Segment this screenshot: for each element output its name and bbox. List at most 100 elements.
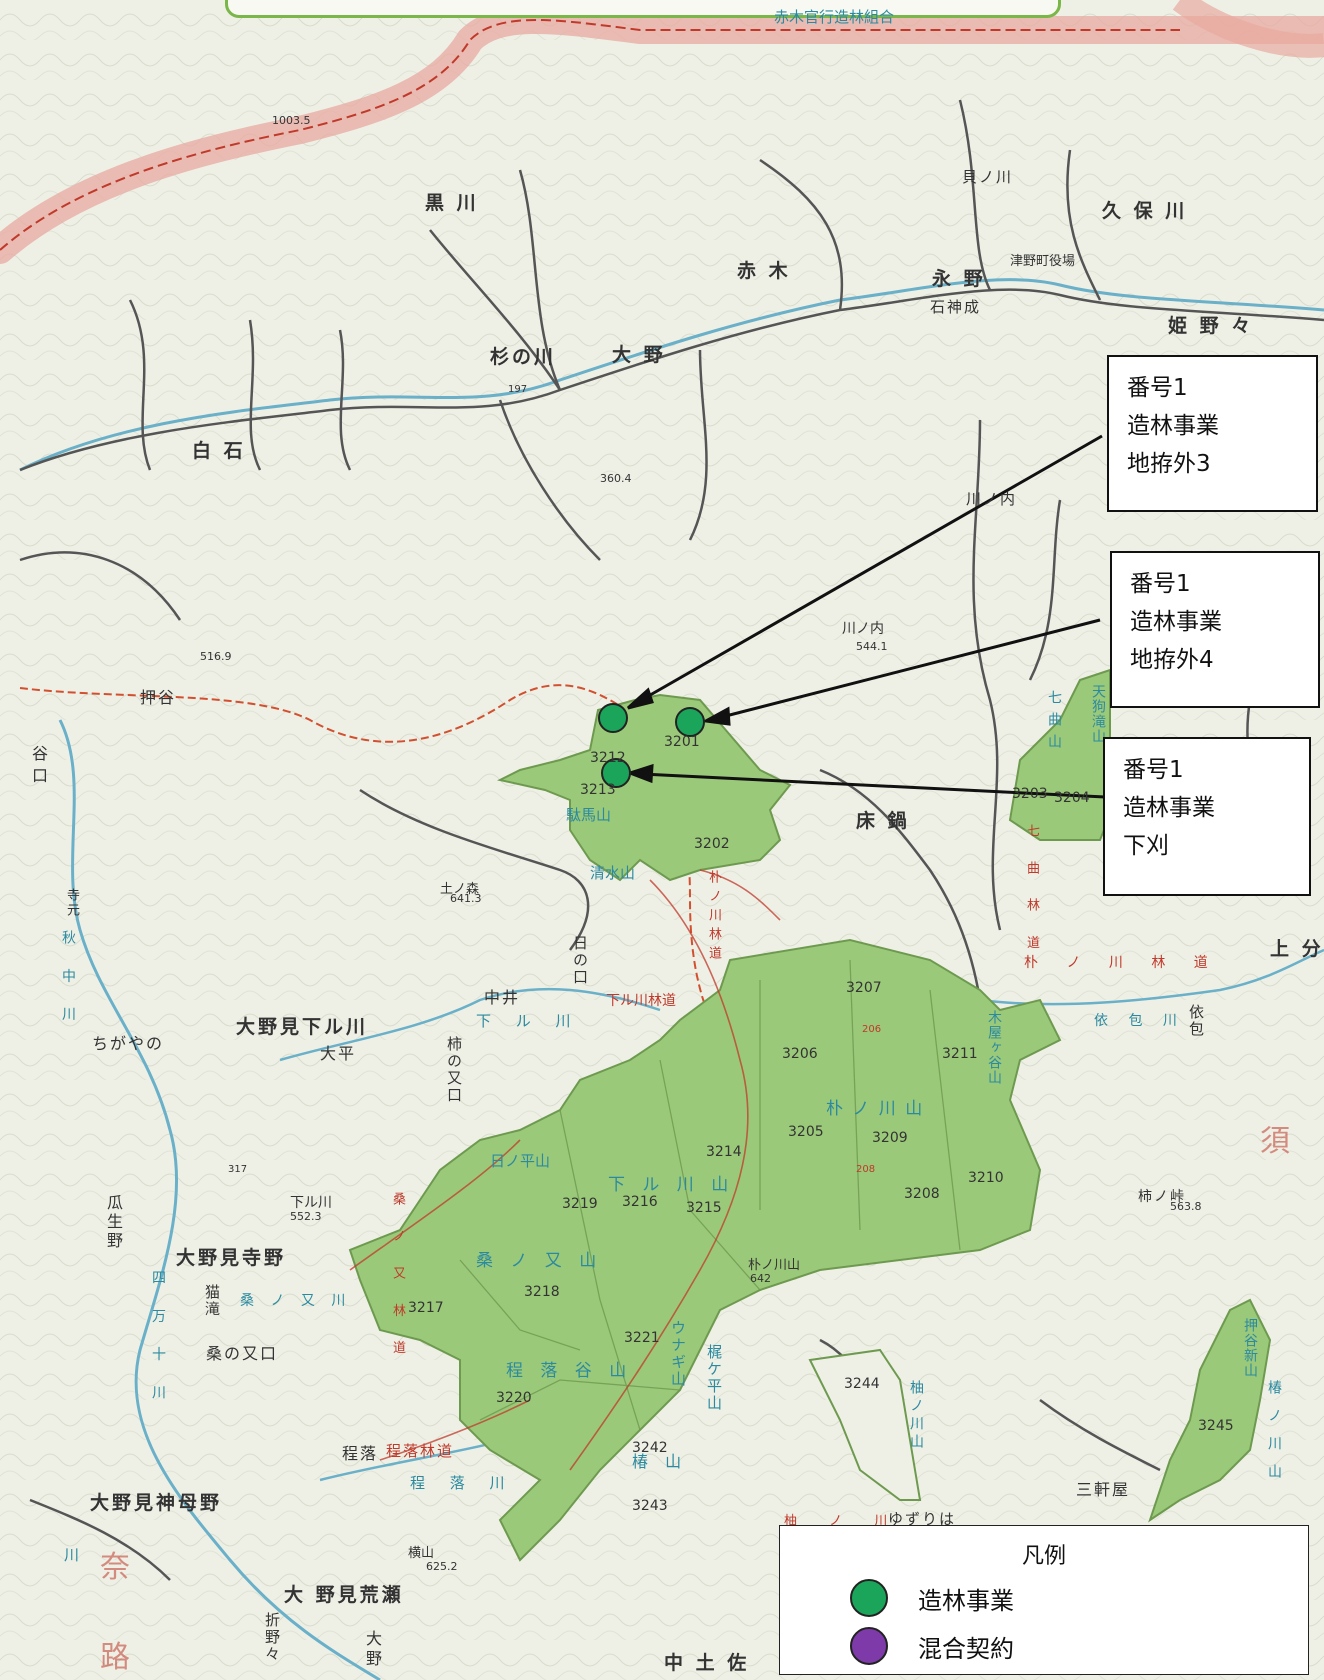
elevation-642: 642 bbox=[750, 1272, 771, 1285]
label-nanamagari-rindo: 七 曲 林 道 bbox=[1024, 824, 1039, 959]
label-orinono: 折野々 bbox=[263, 1612, 281, 1663]
compartment-3205: 3205 bbox=[788, 1124, 824, 1140]
label-hinohirayama: 日ノ平山 bbox=[490, 1152, 551, 1170]
compartment-208: 208 bbox=[856, 1164, 876, 1175]
route-317: 317 bbox=[228, 1164, 248, 1175]
forest-main bbox=[348, 938, 1062, 1562]
label-ro: 路 bbox=[100, 1640, 132, 1675]
legend-item-planting: 造林事業 bbox=[850, 1576, 1014, 1620]
label-kajigahirayama: 梶ケ平山 bbox=[705, 1344, 723, 1412]
compartment-3221: 3221 bbox=[624, 1330, 660, 1346]
legend-label-planting: 造林事業 bbox=[918, 1586, 1014, 1615]
elevation-544: 544.1 bbox=[856, 640, 888, 653]
elevation-625: 625.2 bbox=[426, 1560, 458, 1573]
callout-3-line-1: 番号1 bbox=[1123, 757, 1184, 783]
label-honokawayama-peak: 朴ノ川山 bbox=[748, 1258, 801, 1273]
forest-yunokawa bbox=[808, 1348, 922, 1501]
label-onomi-terano: 大野見寺野 bbox=[176, 1247, 287, 1269]
label-kudarukawa: 下ル川 bbox=[290, 1195, 332, 1211]
label-yokoyama: 横山 bbox=[408, 1546, 435, 1561]
label-akagi: 赤 木 bbox=[737, 260, 791, 282]
callout-1-line-2: 造林事業 bbox=[1127, 413, 1219, 439]
callout-2-line-1: 番号1 bbox=[1130, 571, 1191, 597]
label-nekotaki: 猫滝 bbox=[203, 1284, 221, 1318]
label-naka-tosa: 中 土 佐 bbox=[664, 1652, 750, 1674]
label-kudarukawayama: 下 ル 川 山 bbox=[608, 1175, 735, 1195]
label-hodochi-river: 程 落 川 bbox=[410, 1474, 515, 1492]
marker-3201 bbox=[675, 707, 705, 737]
callout-2-line-2: 造林事業 bbox=[1130, 609, 1222, 635]
label-tsubakinokawayama: 椿ノ川山 bbox=[1266, 1380, 1282, 1492]
label-hodochidaniyama: 程 落 谷 山 bbox=[506, 1361, 633, 1381]
label-kawanouchi-1: 川ノ内 bbox=[966, 490, 1018, 508]
callout-2-line-3: 地拵外4 bbox=[1130, 647, 1214, 673]
compartment-3209: 3209 bbox=[872, 1130, 908, 1146]
legend-title: 凡例 bbox=[1021, 1544, 1066, 1569]
label-shiraishi: 白 石 bbox=[192, 440, 246, 462]
label-hodochi-rindo: 程落林道 bbox=[386, 1442, 455, 1460]
label-sangenya: 三軒屋 bbox=[1076, 1480, 1131, 1499]
label-oshitanishinyama: 押谷新山 bbox=[1242, 1318, 1258, 1378]
label-hodochi: 程落 bbox=[342, 1444, 379, 1463]
label-kiyazukoyama: 木屋ヶ谷山 bbox=[986, 1010, 1002, 1085]
label-ono-2: 大野 bbox=[363, 1630, 382, 1670]
label-kudarukawa-river: 下 ル 川 bbox=[476, 1012, 581, 1030]
label-kubokawa: 久 保 川 bbox=[1102, 200, 1188, 222]
label-nanamagariyama: 七曲山 bbox=[1046, 690, 1062, 756]
label-onomi-kamonono: 大野見神母野 bbox=[90, 1492, 223, 1514]
label-kurokawa: 黒 川 bbox=[425, 192, 479, 214]
label-kainokawa: 貝ノ川 bbox=[962, 168, 1014, 186]
compartment-3220: 3220 bbox=[496, 1390, 532, 1406]
label-kawanouchi-2: 川ノ内 bbox=[842, 621, 884, 637]
legend-green-circle-icon bbox=[850, 1579, 888, 1617]
label-kamibun: 上 分 bbox=[1270, 938, 1324, 960]
legend-label-mixed: 混合契約 bbox=[918, 1634, 1014, 1663]
callout-3-line-2: 造林事業 bbox=[1123, 795, 1215, 821]
label-tani: 谷 bbox=[32, 744, 51, 763]
compartment-3216: 3216 bbox=[622, 1194, 658, 1210]
label-nagano: 永 野 bbox=[932, 268, 986, 290]
label-himenono: 姫 野 々 bbox=[1168, 315, 1254, 337]
elevation-516: 516.9 bbox=[200, 650, 232, 663]
forest-sw bbox=[1148, 1298, 1272, 1523]
compartment-3217: 3217 bbox=[408, 1300, 444, 1316]
elevation-641: 641.3 bbox=[450, 892, 482, 905]
label-nakai: 中井 bbox=[484, 988, 521, 1007]
callout-3: 番号1 造林事業 下刈 bbox=[1103, 737, 1311, 896]
label-onomi-arase: 大 野見荒瀬 bbox=[284, 1584, 404, 1606]
label-shimizuyama: 清水山 bbox=[590, 864, 636, 882]
legend: 凡例 造林事業 混合契約 bbox=[779, 1525, 1309, 1675]
marker-3212-south bbox=[601, 758, 631, 788]
compartment-3245: 3245 bbox=[1198, 1418, 1234, 1434]
compartment-3207: 3207 bbox=[846, 980, 882, 996]
label-kuwanomatayama: 桑 ノ 又 山 bbox=[476, 1251, 603, 1271]
label-shimanto: 四 万 十 川 bbox=[150, 1270, 166, 1410]
compartment-3210: 3210 bbox=[968, 1170, 1004, 1186]
callout-3-line-3: 下刈 bbox=[1123, 833, 1169, 859]
label-terumoto: 寺元 bbox=[64, 888, 79, 918]
label-kakinotoge: 柿ノ峠 bbox=[1138, 1189, 1186, 1205]
compartment-3218: 3218 bbox=[524, 1284, 560, 1300]
label-kudarukawa-rindo: 下ル川林道 bbox=[606, 993, 676, 1009]
callout-2: 番号1 造林事業 地拵外4 bbox=[1110, 551, 1320, 708]
label-hinokuchi: 日の口 bbox=[571, 935, 589, 986]
compartment-3211: 3211 bbox=[942, 1046, 978, 1062]
label-yuzuriha: ゆずりは bbox=[888, 1510, 957, 1528]
callout-arrows bbox=[625, 434, 1106, 799]
label-ono: 大 野 bbox=[612, 344, 666, 366]
compartment-3201: 3201 bbox=[664, 734, 700, 750]
legend-purple-circle-icon bbox=[850, 1627, 888, 1665]
compartment-3208: 3208 bbox=[904, 1186, 940, 1202]
label-yorikake: 依包 bbox=[1187, 1004, 1205, 1038]
callout-1: 番号1 造林事業 地拵外3 bbox=[1107, 355, 1318, 512]
label-tsuchinomori: 土ノ森 bbox=[440, 882, 480, 897]
top-title-box bbox=[225, 0, 1061, 18]
marker-3212-north bbox=[598, 703, 628, 733]
label-su: 須 bbox=[1260, 1124, 1292, 1159]
municipal-boundary bbox=[19, 684, 741, 1071]
compartment-3202: 3202 bbox=[694, 836, 730, 852]
label-kakinomataguchi: 柿の又口 bbox=[445, 1036, 463, 1104]
label-ohira: 大平 bbox=[320, 1044, 357, 1063]
label-ishigami: 石神成 bbox=[930, 298, 982, 316]
